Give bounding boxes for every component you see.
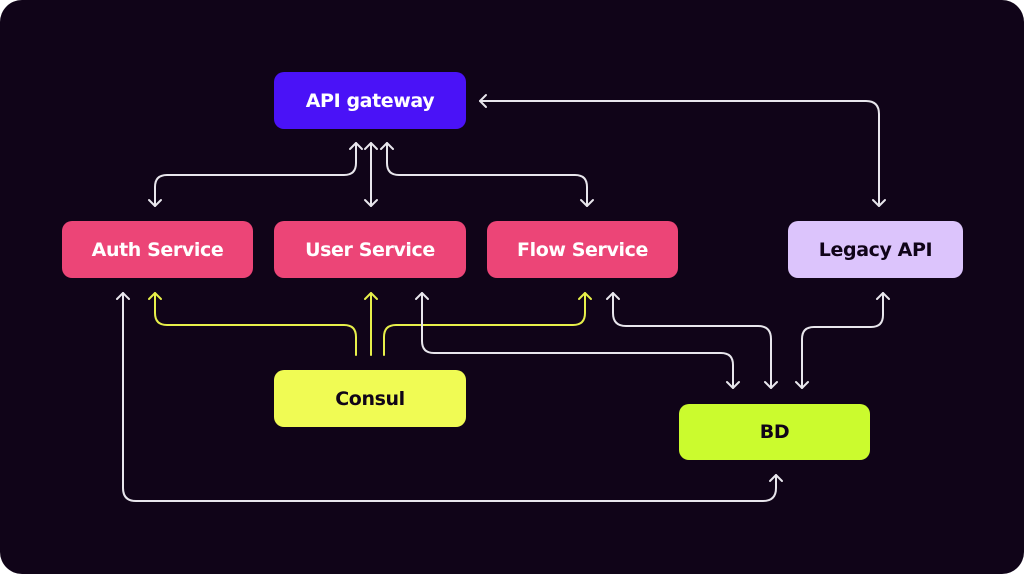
arrowhead-down-icon: [764, 381, 778, 389]
arrowhead-left-icon: [479, 94, 487, 108]
edge-legacy-gateway: [479, 100, 880, 207]
edge-consul-auth: [154, 292, 357, 356]
edge-gateway-auth: [154, 142, 357, 207]
edge-legacy-bd: [801, 292, 884, 389]
arrowhead-up-icon: [769, 474, 783, 482]
arrowhead-up-icon: [380, 142, 394, 150]
arrowhead-down-icon: [364, 199, 378, 207]
arrowhead-up-icon: [606, 292, 620, 300]
node-auth-service[interactable]: Auth Service: [62, 221, 253, 278]
node-api-gateway[interactable]: API gateway: [274, 72, 466, 129]
edge-flow-bd: [612, 292, 772, 389]
node-legacy-api[interactable]: Legacy API: [788, 221, 963, 278]
node-label: Flow Service: [517, 238, 648, 261]
arrowhead-up-icon: [364, 142, 378, 150]
edge-auth-bd: [122, 292, 777, 502]
node-bd[interactable]: BD: [679, 404, 870, 460]
arrowhead-down-icon: [872, 199, 886, 207]
arrowhead-down-icon: [580, 199, 594, 207]
edge-user-bd: [421, 292, 734, 389]
arrowhead-up-icon: [148, 292, 162, 300]
arrowhead-up-icon: [116, 292, 130, 300]
node-label: Legacy API: [818, 238, 933, 261]
arrowhead-down-icon: [726, 381, 740, 389]
arrowhead-up-icon: [876, 292, 890, 300]
node-label: API gateway: [305, 89, 435, 112]
arrowhead-up-icon: [364, 292, 378, 300]
edge-gateway-flow: [386, 142, 588, 207]
arrowhead-up-icon: [415, 292, 429, 300]
arrowhead-down-icon: [148, 199, 162, 207]
node-label: BD: [759, 421, 790, 443]
node-flow-service[interactable]: Flow Service: [487, 221, 678, 278]
arrowhead-down-icon: [795, 381, 809, 389]
node-label: User Service: [305, 238, 435, 261]
node-consul[interactable]: Consul: [274, 370, 466, 427]
node-label: Auth Service: [91, 238, 224, 261]
arrowhead-up-icon: [578, 292, 592, 300]
node-user-service[interactable]: User Service: [274, 221, 466, 278]
arrowhead-up-icon: [349, 142, 363, 150]
edge-consul-flow: [383, 292, 586, 356]
node-label: Consul: [335, 387, 405, 410]
